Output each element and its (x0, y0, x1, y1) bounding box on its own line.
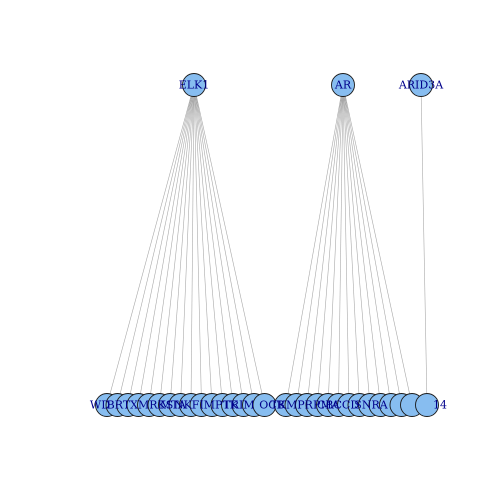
leaf-node-label: WD (90, 399, 110, 412)
edge-elk-3 (138, 84, 195, 406)
edge-elk-1 (117, 84, 195, 406)
hub-node-elk[interactable]: ELK1 (179, 73, 210, 97)
edge-ar-27 (342, 84, 402, 406)
edge-ar-18 (306, 84, 344, 406)
edge-ar-26 (342, 84, 392, 406)
edge-layer (106, 84, 428, 406)
hub-node-label-elk: ELK1 (179, 79, 210, 92)
leaf-node[interactable] (415, 393, 439, 417)
edge-elk-6 (169, 84, 195, 406)
leaf-node-label: BRTXMRKS (107, 399, 174, 412)
hub-node-ar[interactable]: AR (331, 73, 355, 97)
edge-elk-4 (148, 84, 195, 406)
hub-node-arid3a[interactable]: ARID3A (398, 73, 444, 97)
edge-ar-25 (342, 84, 381, 406)
leaf-node-label: CBCCD (317, 399, 360, 412)
edge-elk-2 (127, 84, 195, 406)
edge-elk-8 (190, 84, 195, 406)
leaf-node-label: NKFIMPTK (174, 399, 239, 412)
edge-ar-20 (327, 84, 344, 406)
edge-elk-11 (193, 84, 223, 406)
hub-node-circle-arid3a[interactable] (409, 73, 433, 97)
hub-node-layer: ELK1 AR ARID3A (179, 73, 444, 97)
edge-elk-7 (180, 84, 195, 406)
hub-node-label-arid3a: ARID3A (398, 79, 444, 92)
edge-ar-17 (296, 84, 344, 406)
edge-ar-21 (338, 84, 344, 406)
edge-ar-23 (342, 84, 360, 406)
leaf-node-label: SNRA (354, 399, 388, 412)
edge-ar-24 (342, 84, 371, 406)
edge-elk-13 (193, 84, 244, 406)
edge-elk-14 (193, 84, 255, 406)
edge-elk-0 (106, 84, 195, 406)
edge-ar-28 (342, 84, 413, 406)
leaf-node-label: 14 (433, 399, 447, 412)
edge-arid3a-29 (420, 84, 428, 406)
leaf-node-circle[interactable] (415, 393, 439, 417)
edge-ar-19 (317, 84, 344, 406)
hub-node-circle-ar[interactable] (331, 73, 355, 97)
edge-elk-9 (193, 84, 202, 406)
edge-elk-15 (193, 84, 265, 406)
edge-ar-16 (285, 84, 344, 406)
edge-elk-5 (159, 84, 195, 406)
hub-node-label-ar: AR (334, 79, 352, 92)
leaf-node-label: TKMPRPMA (270, 399, 340, 412)
leaf-node-label: MTA (160, 399, 187, 412)
edge-elk-12 (193, 84, 234, 406)
edge-ar-22 (342, 84, 350, 406)
leaf-node-label: OCB (259, 399, 285, 412)
edge-elk-10 (193, 84, 213, 406)
leaf-node-label: TRIM (223, 399, 254, 412)
hub-node-circle-elk[interactable] (182, 73, 206, 97)
